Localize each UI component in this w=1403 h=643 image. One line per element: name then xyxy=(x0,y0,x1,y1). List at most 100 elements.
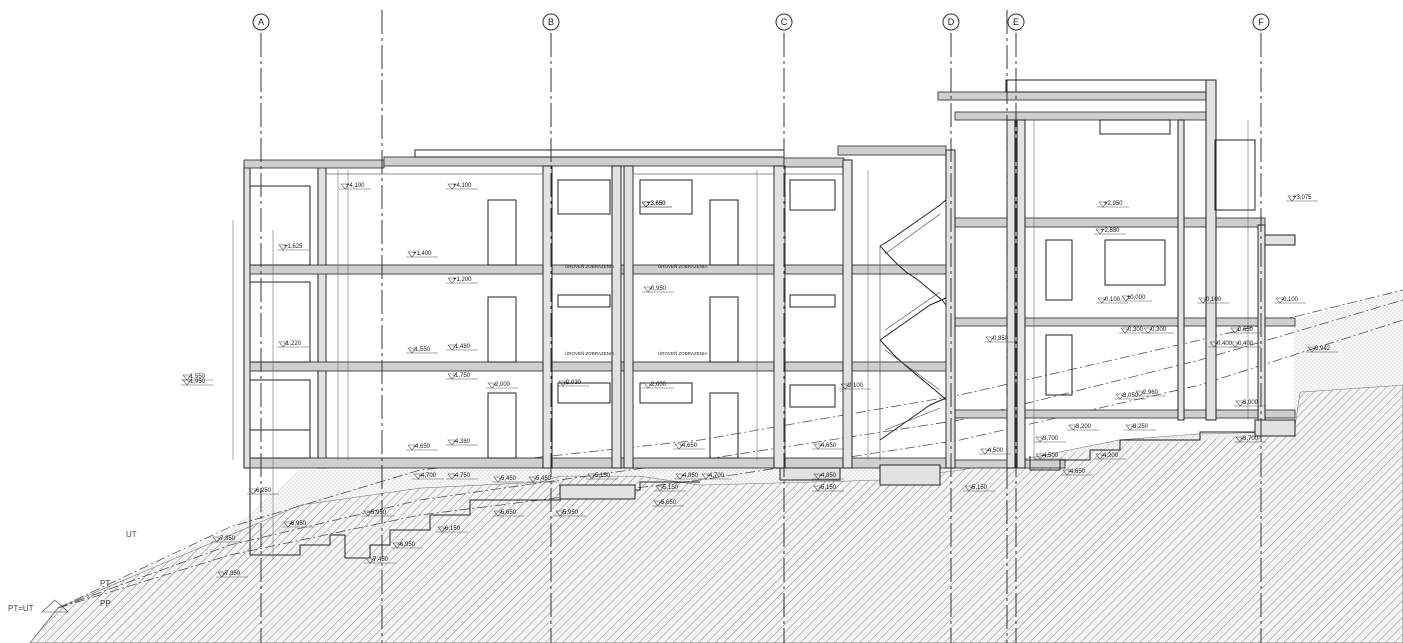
foundation-footing xyxy=(559,484,636,500)
room-outline xyxy=(632,370,775,459)
door-opening xyxy=(1045,239,1073,301)
foundation-right xyxy=(1254,419,1296,437)
level-mark: -3,250 xyxy=(1124,424,1156,431)
balcony-left xyxy=(249,281,311,363)
level-mark: ±0,000 xyxy=(1120,295,1152,302)
level-value: -7,350 xyxy=(218,536,236,542)
level-value: -4,650 xyxy=(1068,469,1086,475)
level-value: -4,500 xyxy=(986,448,1004,454)
level-value: -6,950 xyxy=(398,542,416,548)
level-triangle xyxy=(1235,436,1245,443)
level-triangle xyxy=(813,473,823,480)
level-mark: -4,700 xyxy=(412,473,444,480)
grid-bubble-label: A xyxy=(258,17,264,27)
level-value: +3,650 xyxy=(647,201,666,207)
window-opening xyxy=(639,382,693,404)
level-triangle xyxy=(985,336,995,343)
level-mark: -3,050 xyxy=(1114,393,1146,400)
level-value: +1,400 xyxy=(413,251,432,257)
building-section xyxy=(243,79,1296,559)
door-opening xyxy=(709,392,739,459)
level-value: -4,700 xyxy=(419,473,437,479)
level-triangle xyxy=(365,557,375,564)
room-outline xyxy=(325,273,544,363)
level-annotations: +4,100+4,100+1,400+1,200+1,625-1,550-1,4… xyxy=(181,183,1338,578)
level-triangle xyxy=(407,251,417,258)
level-value: -4,500 xyxy=(1041,453,1059,459)
level-value: -5,150 xyxy=(593,473,611,479)
level-triangle xyxy=(1035,436,1045,443)
window-opening xyxy=(1099,119,1171,135)
level-mark: -2,000 xyxy=(642,382,674,389)
level-mark: -5,950 xyxy=(554,510,586,517)
level-triangle xyxy=(1198,297,1208,304)
level-mark: -5,150 xyxy=(812,485,844,492)
level-mark: -0,400 xyxy=(1229,341,1261,348)
level-triangle xyxy=(437,526,447,533)
room-outline xyxy=(325,173,544,266)
level-value: -5,450 xyxy=(534,476,552,482)
level-triangle xyxy=(487,382,497,389)
level-value: +3,075 xyxy=(1293,195,1312,201)
level-value: -5,650 xyxy=(659,500,677,506)
window-opening xyxy=(789,179,836,211)
structural-axis-lines xyxy=(381,10,1008,643)
upper-floor-slab-2 xyxy=(954,317,1296,327)
grid-bubble-b: B xyxy=(542,13,560,31)
level-mark: -5,150 xyxy=(654,485,686,492)
level-value: +4,100 xyxy=(453,183,472,189)
level-value: -5,150 xyxy=(661,485,679,491)
level-value: -4,380 xyxy=(453,439,471,445)
level-triangle xyxy=(840,383,850,390)
wall-grid-c-left xyxy=(623,165,634,469)
level-value: -0,100 xyxy=(1103,297,1121,303)
level-triangle xyxy=(392,542,402,549)
level-mark: -1,220 xyxy=(277,341,309,348)
level-triangle xyxy=(980,448,990,455)
level-value: +2,880 xyxy=(1101,228,1120,234)
level-mark: -4,650 xyxy=(1061,469,1093,476)
level-mark: +4,100 xyxy=(446,183,478,190)
level-mark: -4,500 xyxy=(979,448,1011,455)
level-value: -4,850 xyxy=(819,473,837,479)
level-mark: -2,960 xyxy=(1134,390,1166,397)
level-triangle xyxy=(1120,327,1130,334)
roof-slab-upper-inner xyxy=(954,111,1208,121)
grid-bubble-label: D xyxy=(948,17,955,27)
level-mark: -4,850 xyxy=(812,473,844,480)
balcony-left xyxy=(249,429,311,459)
level-mark: +2,950 xyxy=(1097,201,1129,208)
wall-grid-c xyxy=(773,165,786,469)
level-mark: -1,480 xyxy=(446,344,478,351)
level-triangle xyxy=(217,571,227,578)
level-triangle xyxy=(1115,393,1125,400)
terrain-hatched-ground xyxy=(29,384,1403,643)
level-mark: -1,950 xyxy=(181,379,213,386)
wall-grid-e-left xyxy=(1006,119,1016,469)
room-note: ÚROVEŇ ZOBRAZENIA xyxy=(658,263,707,269)
dimension-lines xyxy=(232,120,1249,560)
level-mark: -0,850 xyxy=(984,336,1016,343)
level-value: -5,650 xyxy=(499,510,517,516)
left-inner-wall xyxy=(317,165,327,469)
level-value: -6,950 xyxy=(289,521,307,527)
level-value: -1,550 xyxy=(188,374,206,380)
level-value: -0,100 xyxy=(1204,297,1222,303)
wall-upper-mid xyxy=(1177,119,1185,421)
level-triangle xyxy=(413,473,423,480)
level-value: -4,750 xyxy=(453,473,471,479)
level-value: +1,200 xyxy=(453,277,472,283)
foundation-footing xyxy=(879,464,941,486)
window-opening xyxy=(557,382,611,404)
level-mark: -6,150 xyxy=(436,526,468,533)
level-value: -5,450 xyxy=(499,476,517,482)
level-triangle xyxy=(493,476,503,483)
level-triangle xyxy=(587,473,597,480)
level-triangle xyxy=(528,476,538,483)
level-value: -3,250 xyxy=(1131,424,1149,430)
terrain-label-pt: PT xyxy=(100,579,110,588)
level-value: -7,850 xyxy=(223,571,241,577)
level-mark: -0,300 xyxy=(1142,327,1174,334)
level-triangle xyxy=(701,473,711,480)
